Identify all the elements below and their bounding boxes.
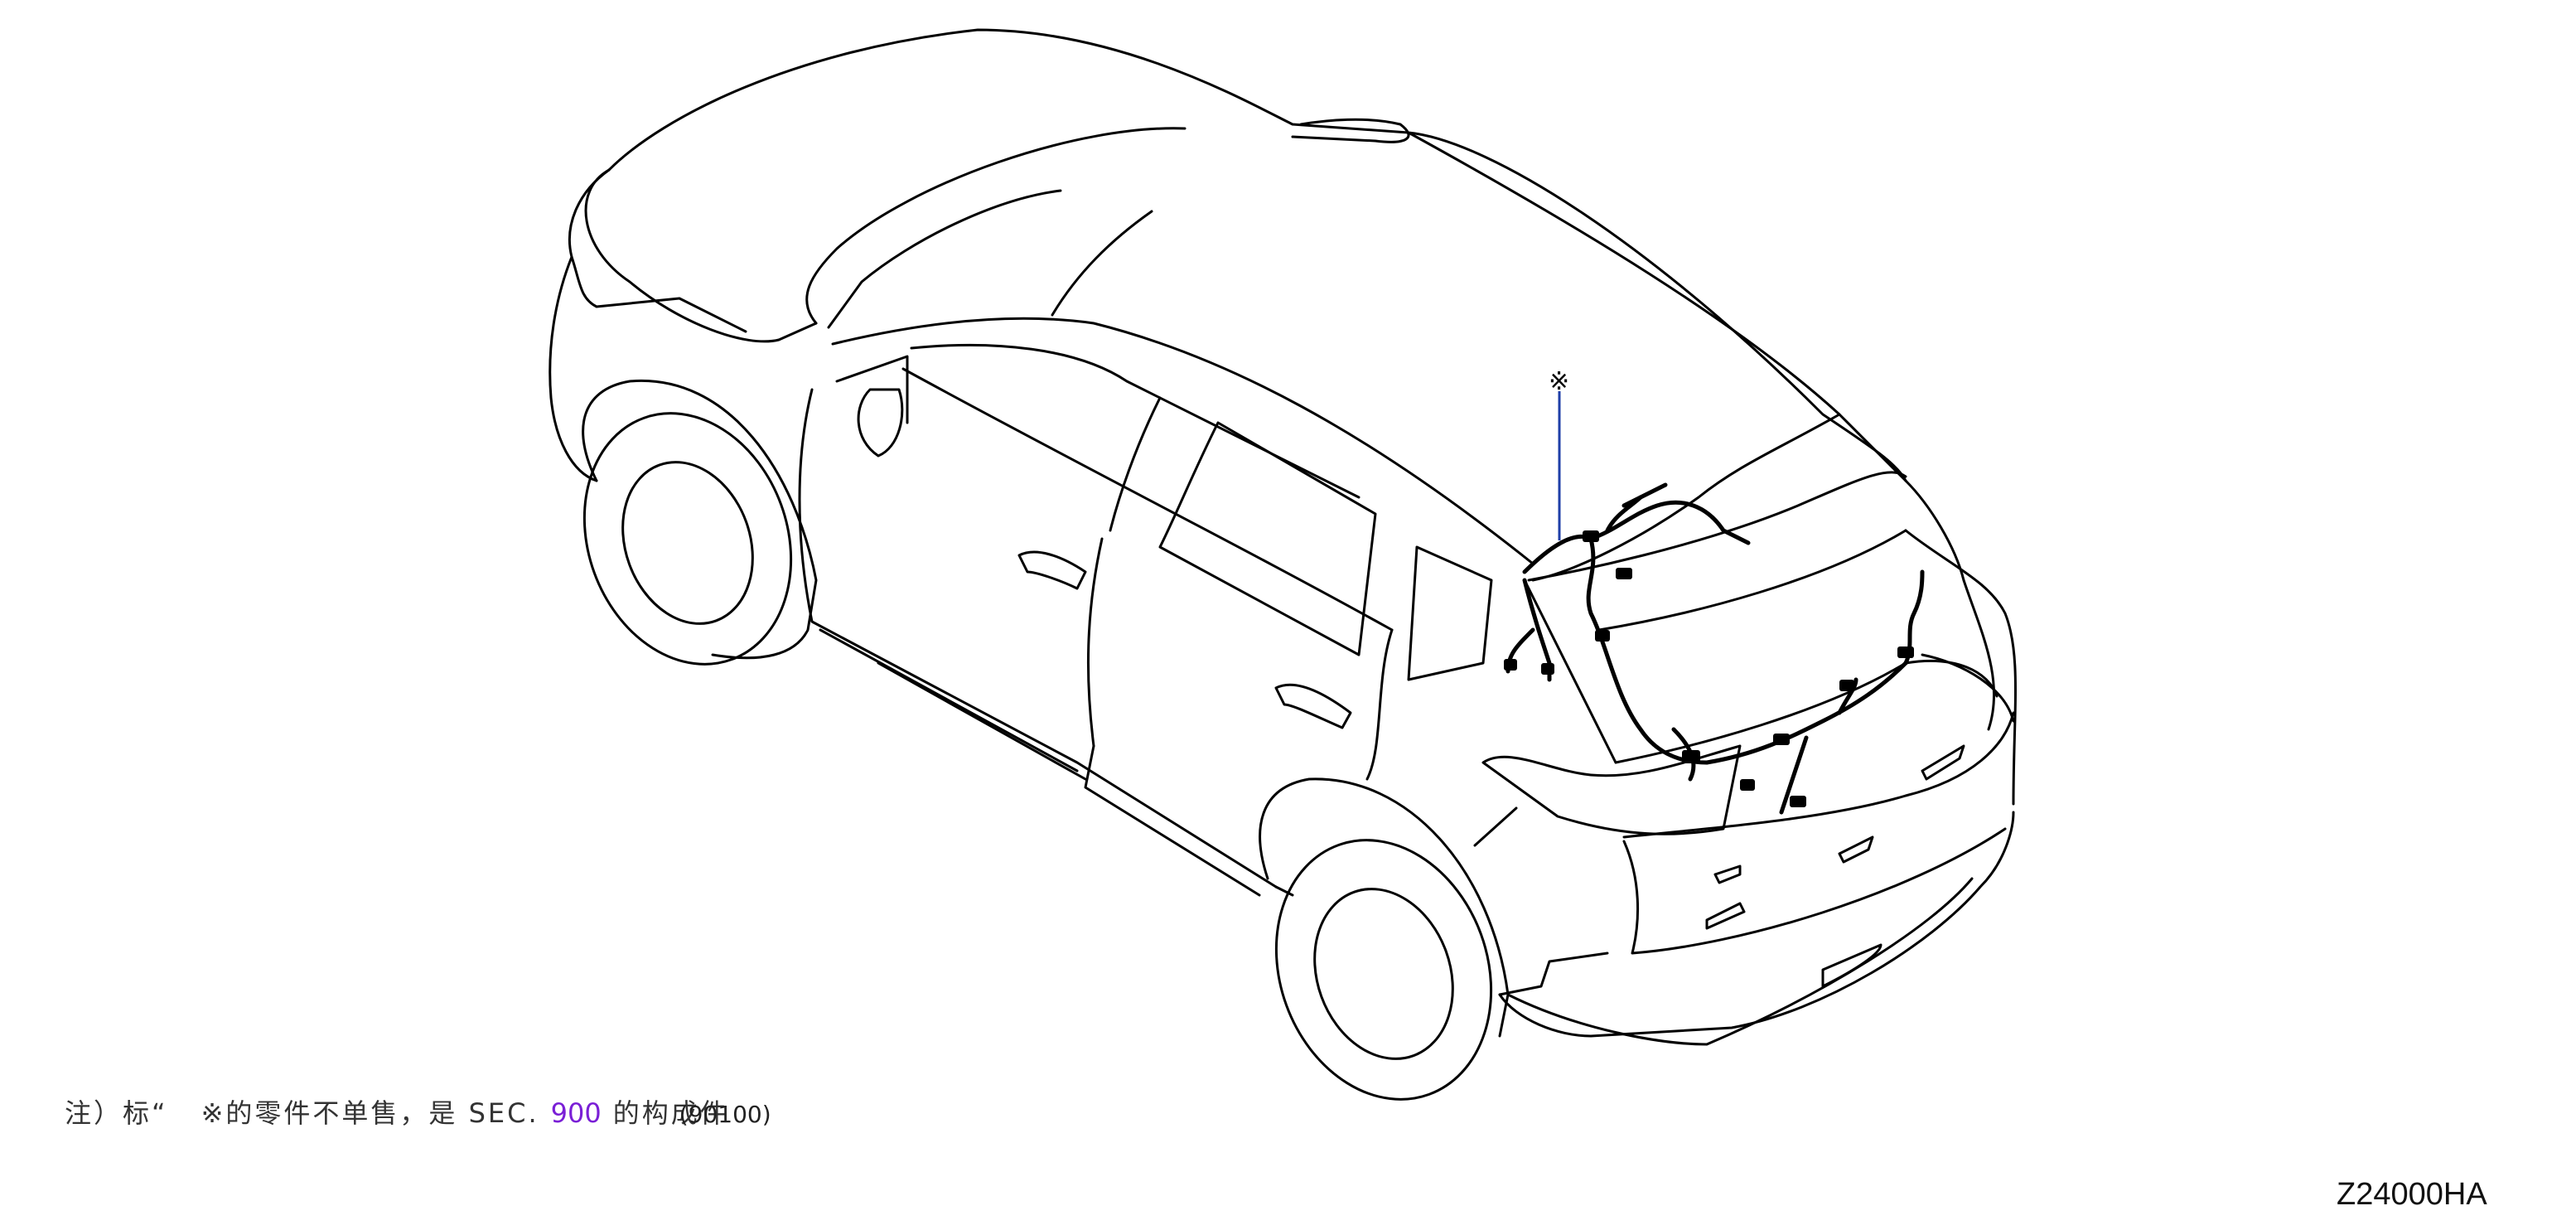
note-prefix: 注）标“ — [65, 1097, 168, 1129]
footnote: 注）标“ ※的零件不单售，是 SEC. 900 的构成件(90100) — [65, 1092, 771, 1131]
note-text-1: 的零件不单售，是 SEC. — [225, 1097, 539, 1129]
harness-connectors — [1504, 530, 1914, 807]
note-symbol: ※ — [201, 1097, 226, 1129]
note-text-2: 的构成件 — [612, 1097, 729, 1129]
callout-symbol: ※ — [1549, 367, 1569, 396]
section-link[interactable]: 900 — [550, 1097, 602, 1129]
note-code: (90100) — [679, 1101, 771, 1128]
vehicle-outline — [549, 28, 2017, 1101]
figure-code: Z24000HA — [2337, 1177, 2487, 1212]
